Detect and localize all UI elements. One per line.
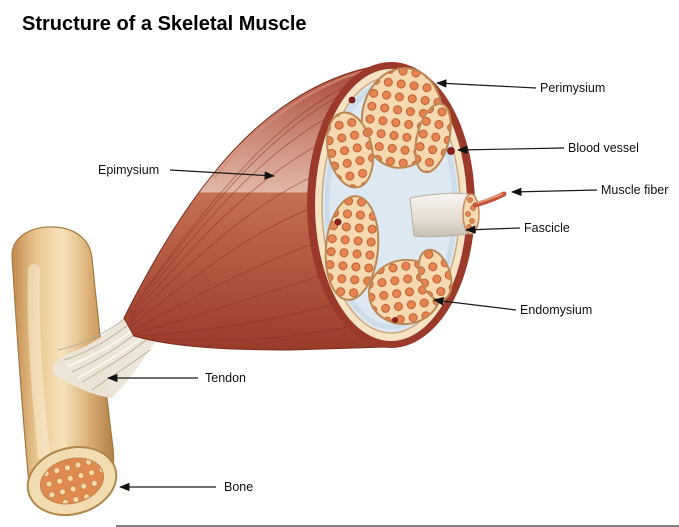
protruding-fascicle — [409, 191, 507, 238]
fiber-dot — [465, 211, 471, 217]
bone-spongy-interior — [39, 457, 105, 505]
blood-vessels — [334, 96, 455, 323]
fascicle-sheath — [409, 192, 477, 238]
pointer-line-blood-vessel — [456, 145, 565, 155]
pointer-line-fascicle — [464, 225, 521, 234]
pointer-line-endomysium — [432, 296, 517, 311]
tendon-highlight — [77, 335, 145, 379]
fiber-dot — [469, 218, 475, 224]
blood-vessel-dot — [334, 218, 342, 226]
striation-line — [132, 239, 325, 331]
label-fascicle: Fascicle — [524, 221, 570, 235]
labels-layer: Perimysium Blood vessel Muscle fiber Fas… — [98, 79, 668, 494]
label-blood-vessel: Blood vessel — [568, 141, 639, 155]
tendon-strand — [91, 349, 151, 391]
blood-vessel-dot — [348, 96, 356, 104]
fiber-dot — [467, 197, 473, 203]
label-endomysium: Endomysium — [520, 303, 592, 317]
tendon-strand — [63, 319, 135, 361]
striation-line — [133, 89, 353, 307]
striation-line — [135, 271, 333, 334]
label-epimysium: Epimysium — [98, 163, 159, 177]
page-title: Structure of a Skeletal Muscle — [22, 13, 307, 35]
pointer-line-epimysium — [169, 169, 276, 180]
fascicle — [414, 102, 452, 174]
fascicle — [326, 111, 374, 189]
striation-line — [130, 204, 321, 327]
pointer-line-muscle-fiber — [510, 187, 598, 196]
tendon-strand — [81, 339, 147, 383]
label-perimysium: Perimysium — [540, 81, 605, 95]
blood-vessel-dot — [392, 317, 398, 323]
blood-vessel-dot — [447, 147, 455, 155]
fiber-dot — [466, 224, 472, 230]
striation-line — [131, 111, 339, 313]
bone-highlight — [27, 264, 50, 461]
striation-line — [129, 139, 329, 319]
pointer-line-perimysium — [435, 79, 537, 89]
label-bone: Bone — [224, 480, 253, 494]
bone-cross-section — [26, 446, 118, 516]
striation-line — [141, 324, 359, 341]
striation-line — [129, 171, 323, 323]
tendon-strand — [57, 315, 129, 351]
muscle-fiber-highlight — [476, 193, 503, 204]
muscle-cross-section — [307, 62, 507, 348]
striation-line — [138, 301, 345, 337]
label-muscle-fiber: Muscle fiber — [601, 183, 668, 197]
muscle-fiber-strand — [472, 191, 507, 208]
label-tendon: Tendon — [205, 371, 246, 385]
